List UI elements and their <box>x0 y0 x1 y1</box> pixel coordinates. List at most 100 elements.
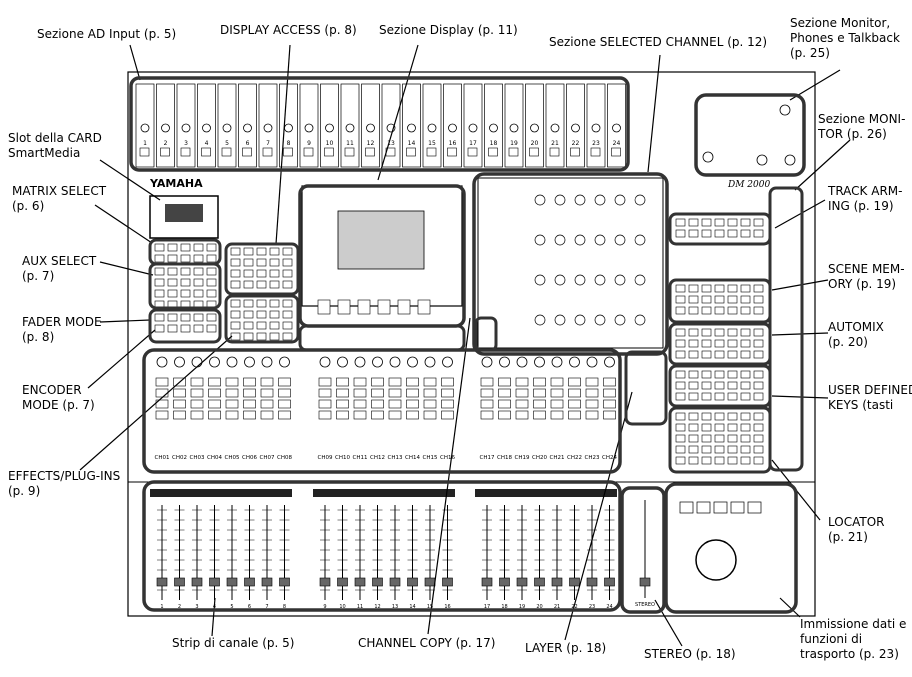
ad-input-number: 15 <box>428 140 436 147</box>
key-button <box>154 278 165 287</box>
ad-gain-knob <box>202 123 211 133</box>
key-button <box>740 229 751 238</box>
display-softkey <box>417 299 431 315</box>
label-effects-plugins: EFFECTS/PLUG-INS(p. 9) <box>8 469 121 498</box>
channel-button <box>190 399 204 409</box>
channel-knob <box>594 314 606 326</box>
channel-button <box>353 388 367 398</box>
fader-knob <box>586 577 598 587</box>
fader-number: 13 <box>392 604 398 610</box>
channel-button <box>155 388 169 398</box>
key-button <box>727 423 738 432</box>
fader-knob <box>244 577 255 587</box>
ad-switch <box>570 147 580 157</box>
channel-button <box>208 388 221 398</box>
key-button <box>701 229 712 238</box>
leader-ad-input <box>129 44 141 81</box>
channel-knob <box>594 194 606 206</box>
key-button <box>230 310 241 319</box>
channel-button <box>533 410 546 420</box>
channel-knob <box>554 314 566 326</box>
key-button <box>206 254 217 263</box>
channel-name: CH04 <box>207 455 222 461</box>
channel-button <box>190 410 204 420</box>
channel-button <box>243 377 256 387</box>
ad-gain-knob <box>243 123 252 133</box>
channel-button <box>336 399 349 409</box>
channel-name: CH02 <box>172 455 187 461</box>
key-button <box>701 295 712 304</box>
channel-button <box>155 399 169 409</box>
key-button <box>753 328 764 337</box>
section-outlines <box>129 76 806 614</box>
key-button <box>180 254 191 263</box>
key-button <box>701 434 712 443</box>
fader-knob <box>442 577 453 587</box>
channel-knob <box>534 314 546 326</box>
channel-button <box>603 399 616 409</box>
key-button <box>753 392 764 401</box>
channel-button <box>603 388 616 398</box>
key-button <box>193 267 204 276</box>
display-softkey <box>337 299 351 315</box>
channel-encoder <box>407 356 418 368</box>
channel-button <box>155 410 169 420</box>
key-button <box>753 412 764 421</box>
leader-encoder-mode <box>87 329 156 389</box>
fader-number: 1 <box>160 604 163 610</box>
ad-switch <box>160 147 170 157</box>
channel-button <box>190 388 204 398</box>
channel-name: CH07 <box>260 455 275 461</box>
fader-number: 15 <box>427 604 433 610</box>
ad-gain-knob <box>161 123 170 133</box>
fader-knob <box>226 577 238 587</box>
key-button <box>740 350 751 359</box>
channel-encoder <box>569 356 580 368</box>
fader-number: 19 <box>519 604 525 610</box>
key-button <box>256 310 267 319</box>
key-button <box>206 243 217 252</box>
display-softkey <box>377 299 391 315</box>
channel-button <box>371 377 384 387</box>
key-button <box>193 254 204 263</box>
ad-switch <box>242 147 252 157</box>
channel-encoder <box>442 356 453 368</box>
channel-encoder <box>586 356 598 368</box>
key-button <box>688 423 699 432</box>
section-channel-strip-faders <box>142 480 622 612</box>
section-selected-channel <box>472 172 669 356</box>
fader-knob <box>209 577 220 587</box>
channel-button <box>353 399 367 409</box>
key-button <box>727 306 738 315</box>
ad-input-number: 2 <box>164 140 168 147</box>
key-button <box>753 370 764 379</box>
meter-bridge <box>475 489 617 497</box>
key-button <box>675 412 686 421</box>
channel-name: CH05 <box>225 455 240 461</box>
channel-button <box>406 410 419 420</box>
monitor-knob <box>779 104 791 116</box>
key-button <box>282 269 293 278</box>
key-button <box>701 412 712 421</box>
key-button <box>269 310 280 319</box>
fader-knob <box>407 577 418 587</box>
label-monitor-phones: Sezione Monitor,Phones e Talkback(p. 25) <box>790 16 900 60</box>
fader-knob <box>499 577 510 587</box>
key-button <box>193 324 204 333</box>
channel-name: CH23 <box>585 455 600 461</box>
key-button <box>269 280 280 289</box>
key-button <box>675 392 686 401</box>
channel-encoder <box>389 356 401 368</box>
key-button <box>180 278 191 287</box>
channel-button <box>406 388 419 398</box>
leader-automix <box>771 332 829 336</box>
key-button <box>154 243 165 252</box>
key-button <box>256 321 267 330</box>
key-button <box>675 434 686 443</box>
transport-button <box>713 501 728 514</box>
key-button <box>243 321 254 330</box>
key-button <box>740 456 751 465</box>
key-button <box>701 218 712 227</box>
channel-button <box>208 377 221 387</box>
